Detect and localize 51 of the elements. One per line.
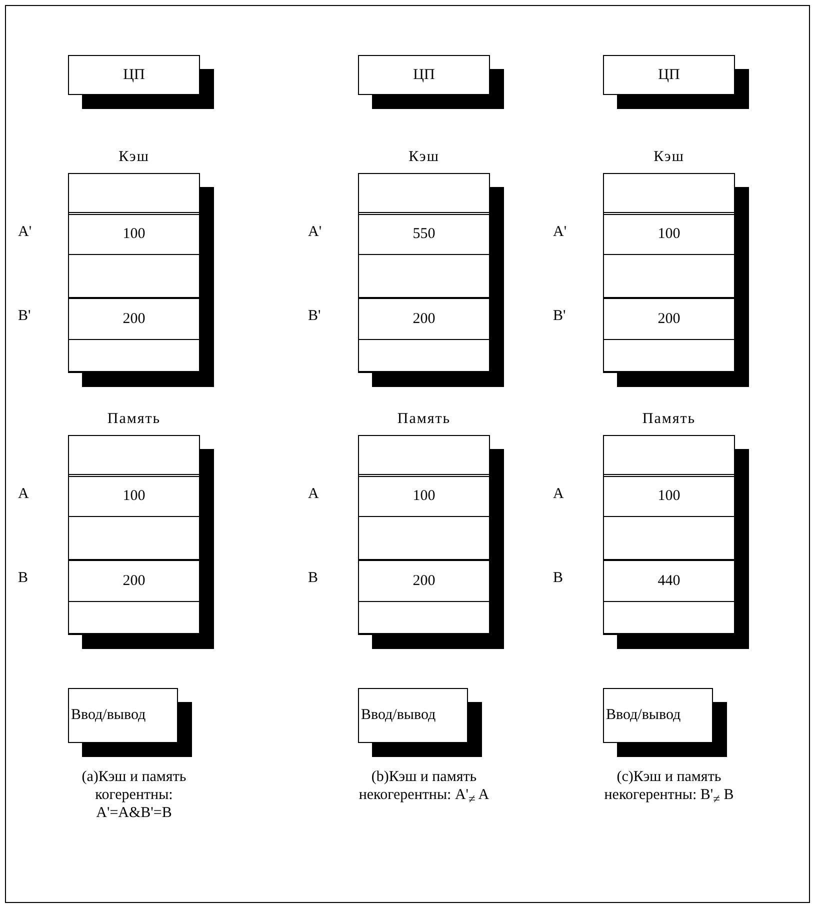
caption: (a)Кэш и память когерентны: A'=A&B'=B: [80, 768, 188, 822]
address-label: B: [18, 570, 30, 587]
cell-value: 100: [122, 226, 146, 243]
address-label: A: [308, 486, 320, 503]
memory-cell: [68, 254, 200, 298]
cell-value: 200: [122, 572, 146, 590]
memory-cell: [603, 254, 735, 298]
address-label: B': [553, 308, 567, 325]
address-label: A: [553, 486, 565, 503]
cell-value: 200: [412, 572, 436, 590]
address-label: A': [308, 224, 323, 241]
memory-cell: [358, 254, 490, 298]
cpu-box: ЦП: [358, 55, 490, 95]
cell-value: 100: [122, 488, 146, 505]
cpu-box: ЦП: [68, 55, 200, 95]
io-box: Ввод/вывод: [603, 688, 713, 743]
memory-cell: [358, 339, 490, 372]
caption: (c)Кэш и память некогерентны: B'$_{≠}$ B: [603, 768, 735, 807]
cell-value: 100: [658, 488, 680, 505]
memory-cell: [358, 516, 490, 560]
address-label: B: [553, 570, 564, 587]
address-label: B': [308, 308, 322, 325]
memory-cell: [68, 516, 200, 560]
cell-value: 200: [658, 310, 680, 328]
cell-value: 100: [658, 226, 680, 243]
stack-heading: Кэш: [652, 149, 686, 166]
stack-heading: Память: [641, 411, 697, 428]
stack-heading: Память: [396, 411, 452, 428]
caption: (b)Кэш и память некогерентны: A'$_{≠}$ A: [358, 768, 490, 807]
address-label: B': [18, 308, 32, 325]
memory-cell: [603, 601, 735, 634]
cpu-box: ЦП: [603, 55, 735, 95]
io-box: Ввод/вывод: [68, 688, 178, 743]
memory-cell: [603, 516, 735, 560]
memory-cell: [68, 601, 200, 634]
memory-cell: [603, 339, 735, 372]
stack-heading: Кэш: [408, 149, 440, 166]
stack-heading: Память: [106, 411, 162, 428]
cell-value: 440: [658, 572, 680, 590]
memory-cell: [68, 339, 200, 372]
address-label: B: [308, 570, 320, 587]
cell-value: 200: [412, 310, 436, 328]
io-box: Ввод/вывод: [358, 688, 468, 743]
memory-cell: [358, 601, 490, 634]
cell-value: 200: [122, 310, 146, 328]
address-label: A': [553, 224, 568, 241]
stack-heading: Кэш: [118, 149, 150, 166]
address-label: A: [18, 486, 30, 503]
cell-value: 100: [412, 488, 436, 505]
cell-value: 550: [412, 226, 436, 243]
address-label: A': [18, 224, 33, 241]
